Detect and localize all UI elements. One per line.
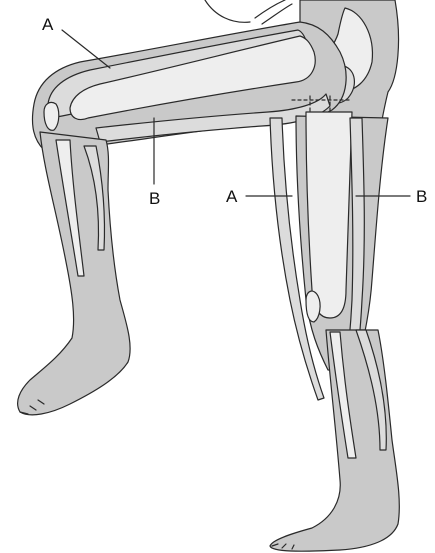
torso-edge-line: [255, 0, 285, 18]
label-b-thigh: B: [149, 189, 160, 208]
standing-knee-cap: [306, 291, 320, 322]
torso-curve: [205, 0, 250, 22]
label-a-thigh: A: [42, 15, 54, 34]
knee-cap: [44, 102, 59, 130]
raised-shin-outline: [18, 132, 131, 415]
label-b-standing: B: [416, 187, 427, 206]
torso-edge-line-2: [262, 4, 292, 24]
label-a-standing: A: [226, 187, 238, 206]
standing-femur-bone: [306, 112, 352, 318]
